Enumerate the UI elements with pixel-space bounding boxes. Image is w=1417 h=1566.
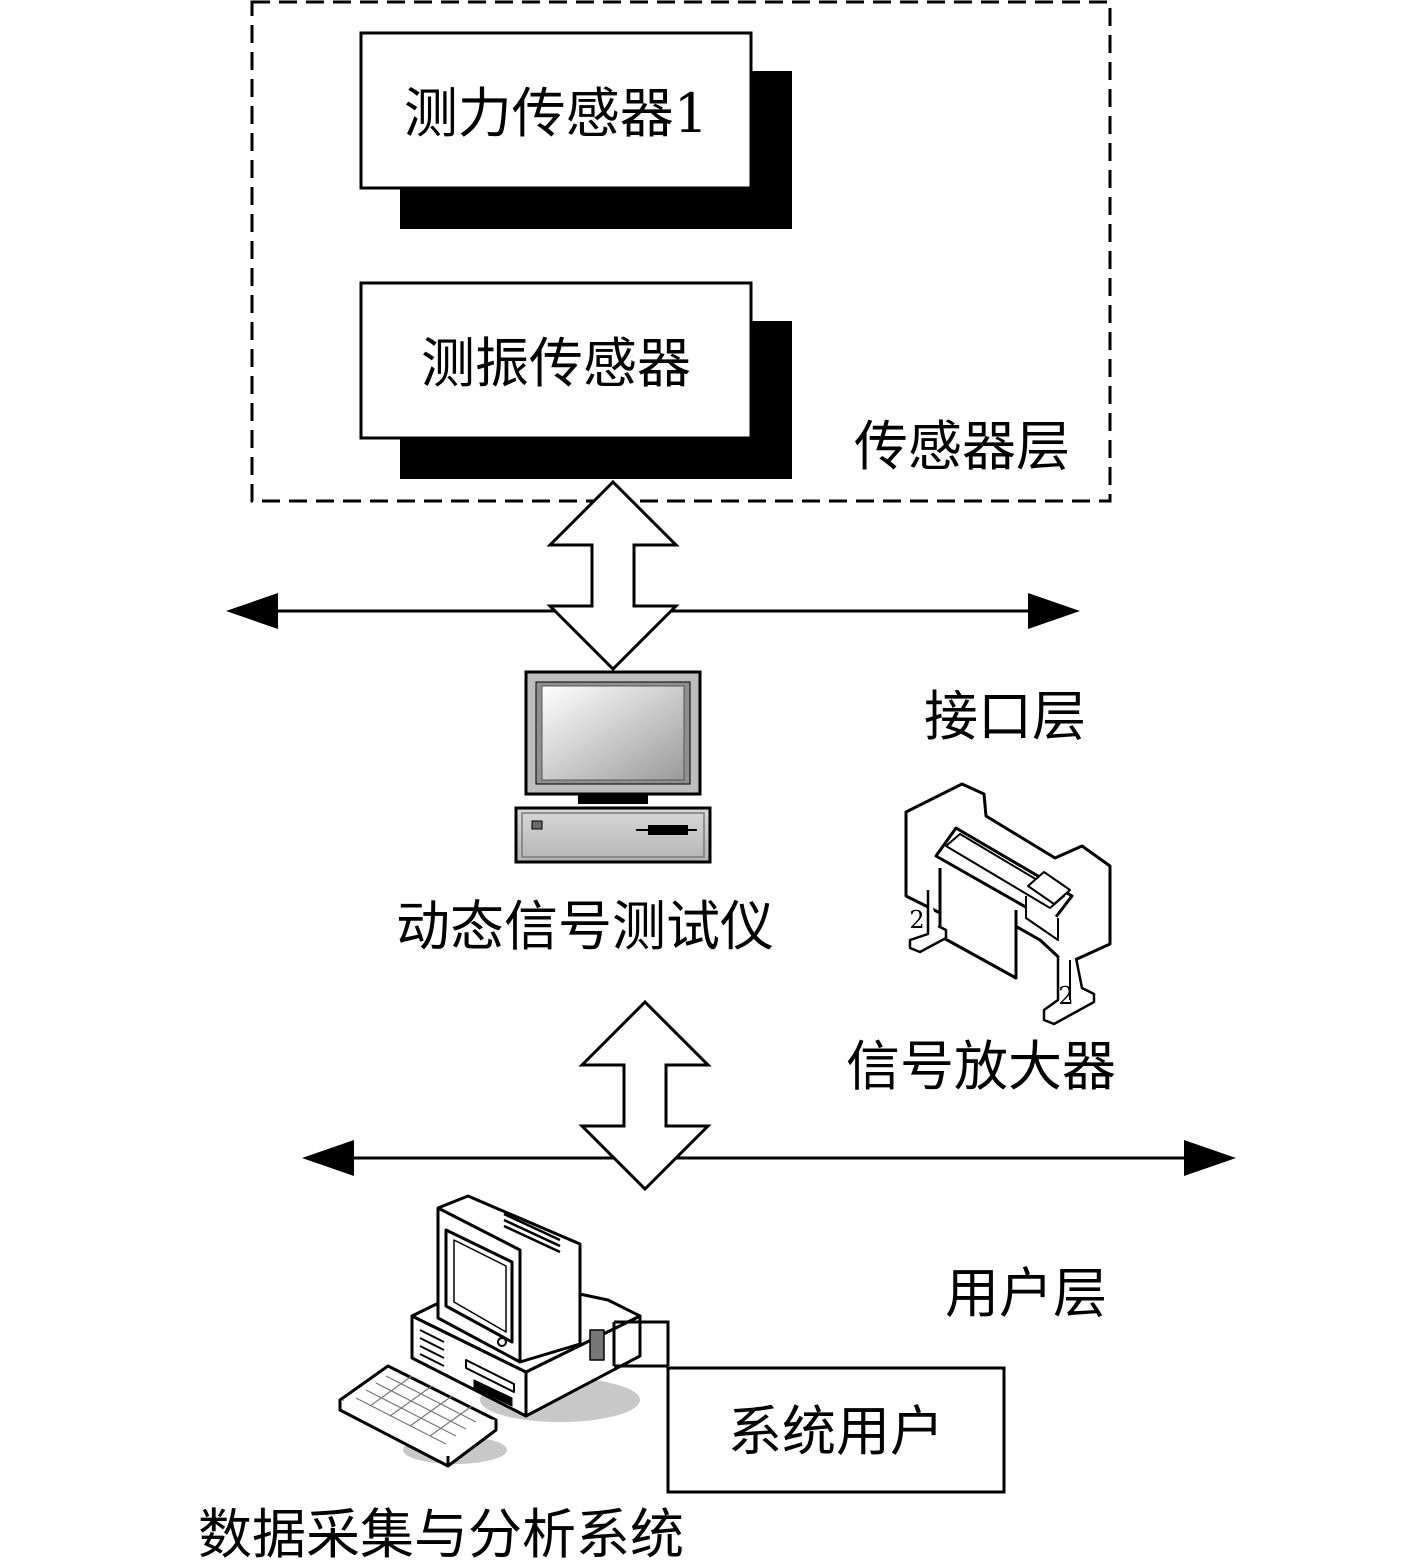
system-user-box [666,1366,1006,1494]
sensor-layer-label: 传感器层 [854,415,1070,478]
user-bus-arrow [302,1140,1236,1176]
force-sensor-box: 测力传感器1 [359,31,792,229]
vibration-sensor-label: 测振传感器 [421,332,691,395]
data-system-computer-icon [338,1194,642,1468]
interface-user-double-arrow [578,999,712,1192]
user-bus-arrowhead-left [302,1140,354,1176]
data-system-label: 数据采集与分析系统 [198,1503,684,1566]
bus-arrowhead-left [226,593,278,629]
dynamic-signal-tester-label: 动态信号测试仪 [396,895,774,958]
user-connection-line [614,1320,670,1366]
force-sensor-label: 测力传感器1 [404,82,708,145]
dynamic-signal-tester-icon [514,670,712,864]
vibration-sensor-rect [359,281,753,440]
user-bus-arrowhead-right [1184,1140,1236,1176]
vibration-sensor-box: 测振传感器 [359,281,792,479]
sensor-interface-double-arrow [546,479,680,672]
interface-layer-label: 接口层 [924,685,1086,748]
force-sensor-rect [359,31,753,190]
tester-screen [541,685,685,781]
amplifier-digit-left: 2 [909,906,924,934]
sensor-layer-boundary [250,0,1112,503]
user-layer-label: 用户层 [945,1262,1107,1325]
bus-arrowhead-right [1028,593,1080,629]
signal-amplifier-label: 信号放大器 [846,1035,1116,1098]
signal-amplifier-icon [904,782,1112,1026]
system-user-label: 系统用户 [728,1400,944,1463]
amplifier-digit-right: 2 [1058,982,1073,1010]
